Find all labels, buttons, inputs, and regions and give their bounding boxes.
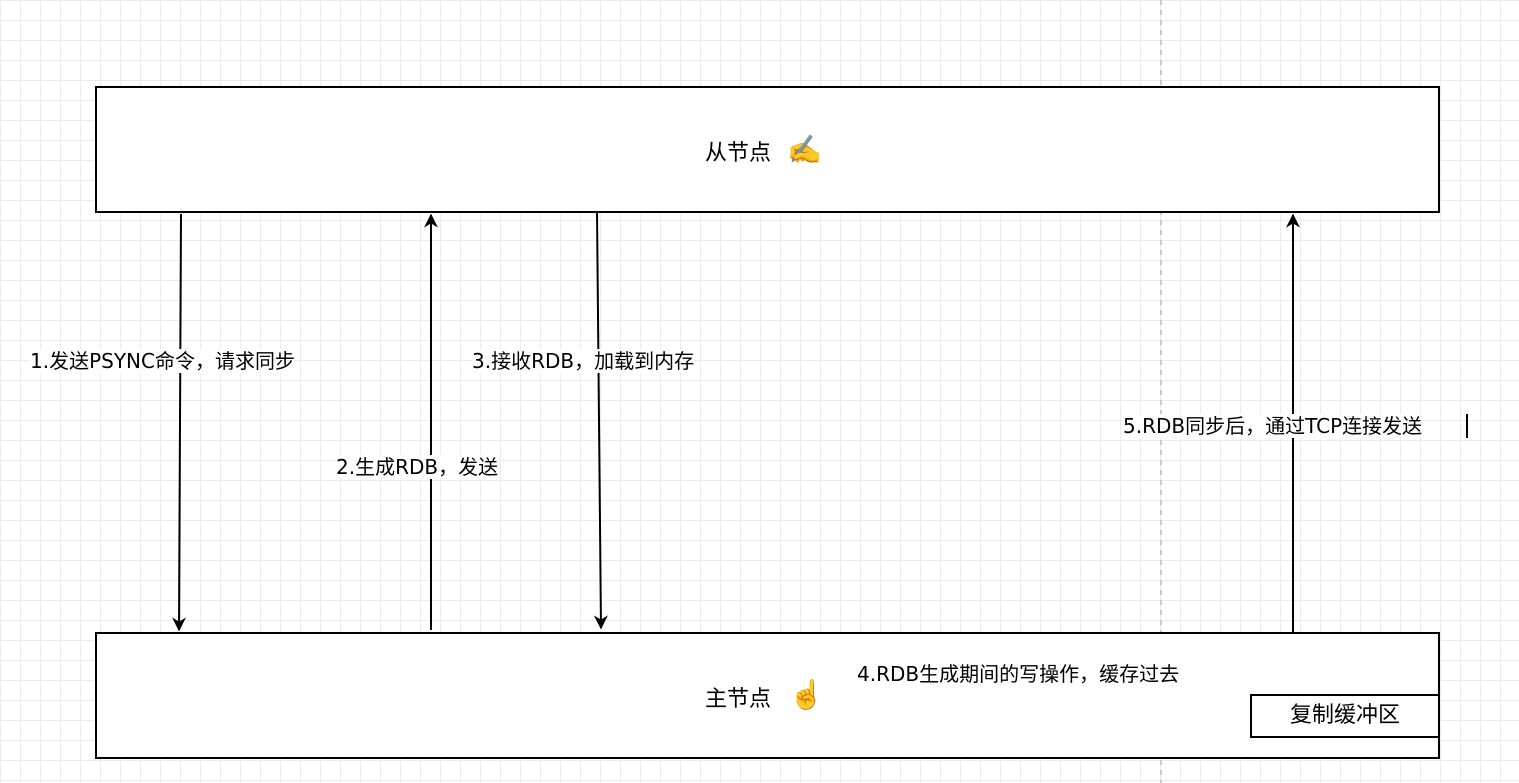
pointing-up-icon: ☝️ bbox=[789, 678, 824, 711]
writing-hand-icon: ✍️ bbox=[787, 133, 822, 166]
edge-label-4: 4.RDB生成期间的写操作，缓存过去 bbox=[857, 662, 1180, 686]
text-cursor bbox=[1466, 414, 1468, 438]
slave-node[interactable] bbox=[95, 86, 1440, 213]
master-node-label: 主节点 bbox=[705, 687, 772, 712]
edge-label-1: 1.发送PSYNC命令，请求同步 bbox=[30, 349, 295, 373]
edge-3-arrow[interactable] bbox=[593, 210, 608, 630]
edge-label-2: 2.生成RDB，发送 bbox=[336, 455, 499, 479]
replication-buffer-node[interactable]: 复制缓冲区 bbox=[1250, 694, 1440, 738]
edge-1-arrow[interactable] bbox=[172, 213, 187, 632]
master-node[interactable] bbox=[95, 632, 1440, 759]
replication-buffer-label: 复制缓冲区 bbox=[1289, 703, 1400, 728]
slave-node-label: 从节点 bbox=[705, 141, 772, 166]
edge-label-5: 5.RDB同步后，通过TCP连接发送 bbox=[1123, 414, 1423, 438]
edge-label-3: 3.接收RDB，加载到内存 bbox=[472, 349, 695, 373]
